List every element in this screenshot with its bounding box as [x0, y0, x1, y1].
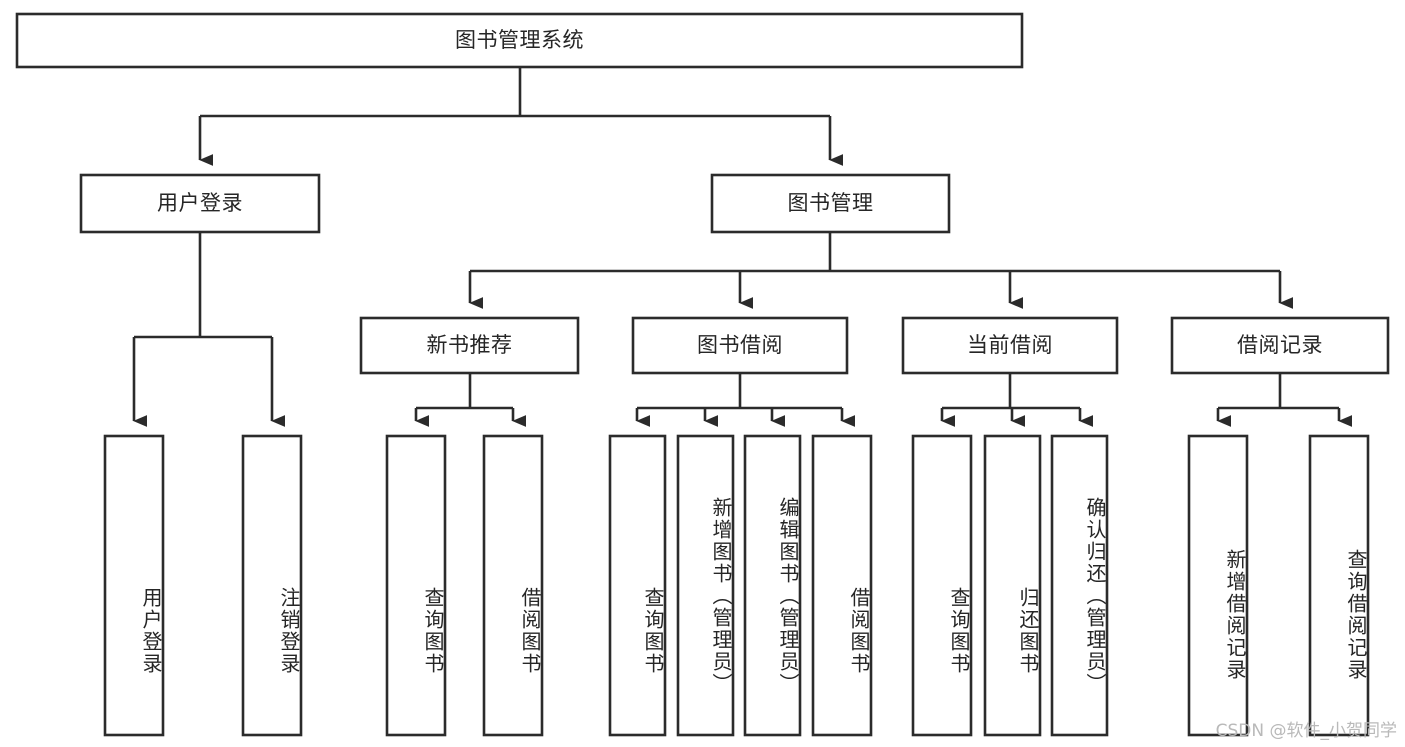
- node-box-new-book-rec[interactable]: [359, 316, 580, 375]
- node-box-current-borrow[interactable]: [901, 316, 1119, 375]
- node-box-book-borrow[interactable]: [631, 316, 849, 375]
- node-box-book-manage[interactable]: [710, 173, 951, 234]
- node-box-user-login[interactable]: [79, 173, 321, 234]
- node-box-leaf-logout[interactable]: [241, 434, 303, 737]
- node-box-leaf-borrow-book-2[interactable]: [811, 434, 873, 737]
- node-box-leaf-query-book-2[interactable]: [608, 434, 667, 737]
- node-box-borrow-record[interactable]: [1170, 316, 1390, 375]
- node-box-leaf-add-record[interactable]: [1187, 434, 1249, 737]
- node-box-root[interactable]: [15, 12, 1024, 69]
- node-box-leaf-confirm-return[interactable]: [1050, 434, 1109, 737]
- node-box-leaf-query-book-1[interactable]: [385, 434, 447, 737]
- node-box-leaf-query-book-3[interactable]: [911, 434, 973, 737]
- node-box-leaf-add-book[interactable]: [676, 434, 735, 737]
- node-box-leaf-user-login[interactable]: [103, 434, 165, 737]
- node-box-leaf-borrow-book-1[interactable]: [482, 434, 544, 737]
- node-box-leaf-query-record[interactable]: [1308, 434, 1370, 737]
- node-box-leaf-return-book[interactable]: [983, 434, 1042, 737]
- node-box-leaf-edit-book[interactable]: [743, 434, 802, 737]
